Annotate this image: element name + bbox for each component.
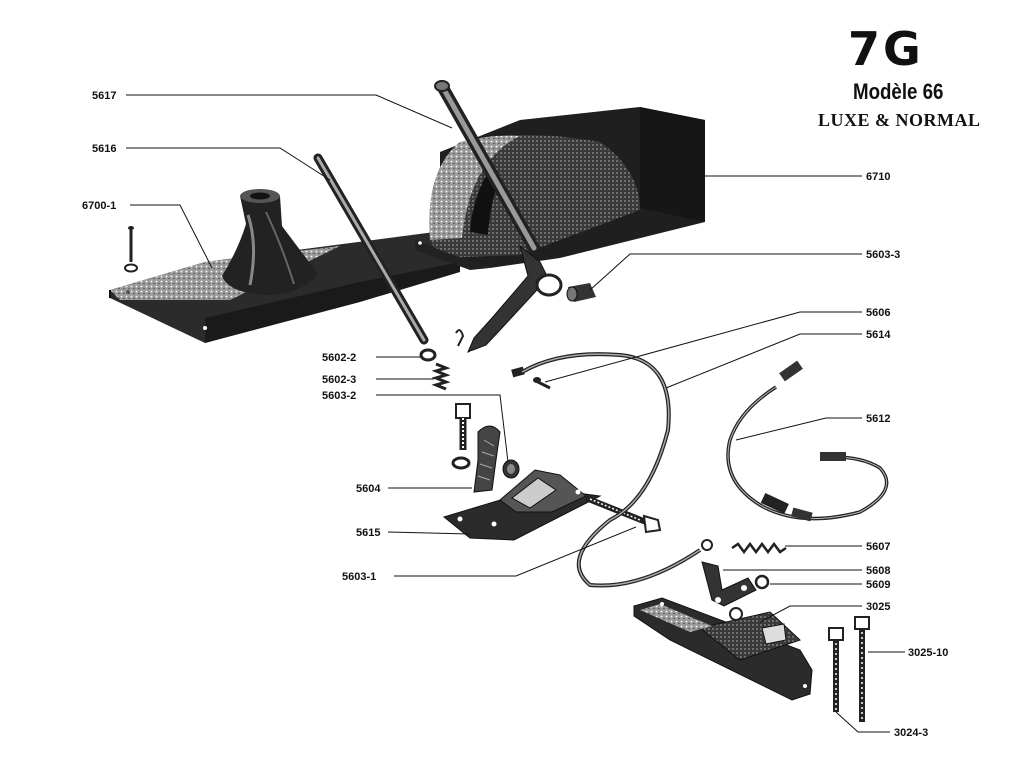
trim-subtitle: LUXE & NORMAL — [818, 110, 981, 130]
selector-rod-5616 — [313, 153, 429, 345]
tunnel-cover-6710 — [415, 107, 705, 270]
label-5604: 5604 — [356, 483, 381, 495]
bolt-5603-1 — [584, 495, 662, 534]
base-bracket-5615 — [442, 469, 602, 541]
label-3025-10: 3025-10 — [908, 647, 948, 659]
bellcrank-5608 — [701, 561, 757, 607]
gear-lever-5617 — [434, 80, 563, 353]
bushing-5603-3 — [566, 283, 596, 302]
nut-5609 — [754, 574, 770, 590]
spring-5602-3 — [431, 362, 451, 391]
label-3025: 3025 — [866, 601, 890, 613]
label-5603-1: 5603-1 — [342, 571, 376, 583]
leader-lines — [126, 94, 905, 733]
gear-boot — [222, 189, 318, 296]
label-5602-3: 5602-3 — [322, 374, 356, 386]
spring-5607 — [731, 541, 787, 555]
bolt-3025-10 — [854, 616, 870, 722]
label-5608: 5608 — [866, 565, 890, 577]
washer-5602-2 — [419, 348, 437, 362]
label-5602-2: 5602-2 — [322, 352, 356, 364]
label-5609: 5609 — [866, 579, 890, 591]
label-5617: 5617 — [92, 90, 116, 102]
label-6710: 6710 — [866, 171, 890, 183]
label-5606: 5606 — [866, 307, 890, 319]
part-labels: 5617 5616 6700-1 6710 5603-3 5606 5614 5… — [82, 90, 948, 739]
label-5616: 5616 — [92, 143, 116, 155]
model-title: Modèle 66 — [853, 79, 944, 104]
label-5614: 5614 — [866, 329, 891, 341]
diagram-code: 7G — [848, 22, 924, 76]
support-3025 — [633, 597, 813, 701]
label-6700-1: 6700-1 — [82, 200, 116, 212]
bolt-3024-3 — [828, 627, 844, 712]
label-5612: 5612 — [866, 413, 890, 425]
label-5603-3: 5603-3 — [866, 249, 900, 261]
label-5607: 5607 — [866, 541, 890, 553]
bushing-5603-2 — [502, 459, 520, 479]
lever-plate-5604 — [473, 425, 501, 493]
split-pin — [455, 329, 465, 347]
label-5603-2: 5603-2 — [322, 390, 356, 402]
cable-end-5606 — [511, 366, 551, 390]
cable-5614 — [520, 352, 713, 588]
label-3024-3: 3024-3 — [894, 727, 928, 739]
bolt-vertical — [451, 403, 471, 470]
screw-small — [124, 226, 138, 273]
cable-5612 — [726, 360, 889, 522]
label-5615: 5615 — [356, 527, 380, 539]
